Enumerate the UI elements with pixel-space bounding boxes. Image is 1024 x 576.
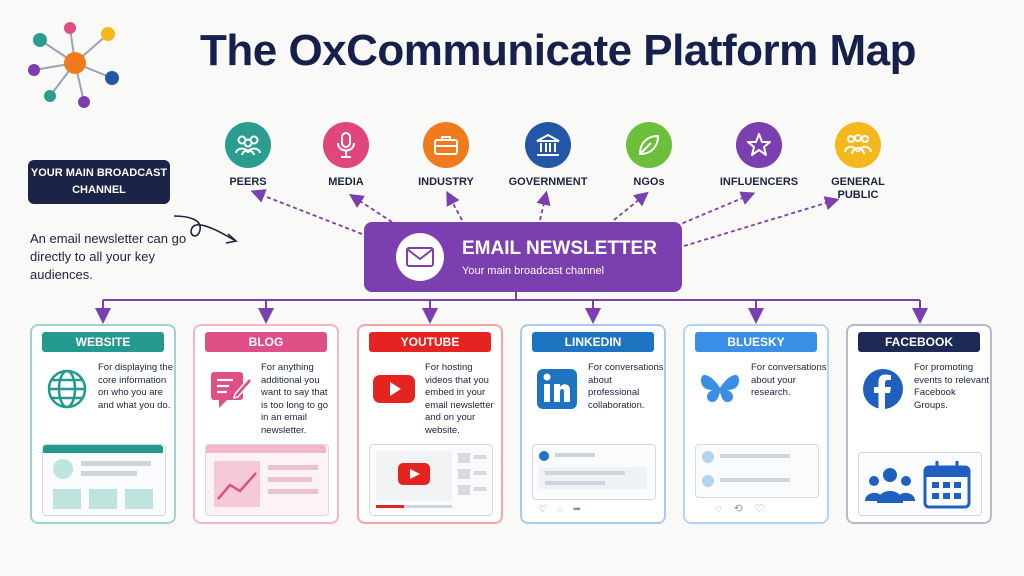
card-blog: BLOG For anything additional you want to… [193,324,339,524]
audience-government: GOVERNMENT [503,122,593,189]
card-description: For conversations about professional col… [588,362,664,411]
audience-peers: PEERS [203,122,293,189]
audience-label: GENERAL PUBLIC [831,176,885,201]
card-header: YOUTUBE [369,332,491,352]
briefcase-icon [423,122,469,168]
card-header: FACEBOOK [858,332,980,352]
audience-media: MEDIA [301,122,391,189]
government-building-icon [525,122,571,168]
website-mockup [42,444,166,516]
audience-general-public: GENERAL PUBLIC [813,122,903,202]
envelope-icon [396,233,444,281]
card-bluesky: BLUESKY For conversations about your res… [683,324,829,524]
blog-mockup [205,444,329,516]
people-icon [225,122,271,168]
microphone-icon [323,122,369,168]
globe-icon [47,369,87,409]
card-description: For conversations about your research. [751,362,827,398]
audience-ngos: NGOs [604,122,694,189]
star-icon [736,122,782,168]
hub-subtitle: Your main broadcast channel [462,265,605,277]
linkedin-post-mockup [532,444,656,500]
butterfly-icon [701,374,739,402]
post-actions-icon: ◌⟲♡ [715,503,777,515]
network-logo-icon [28,22,119,108]
bluesky-post-mockup [695,444,819,498]
main-channel-tag: YOUR MAIN BROADCAST CHANNEL [28,160,170,204]
newsletter-note: An email newsletter can go directly to a… [30,231,187,282]
audience-label: MEDIA [328,176,364,188]
card-youtube: YOUTUBE For hosting videos that you embe… [357,324,503,524]
page-title: The OxCommunicate Platform Map [200,26,917,75]
audience-label: INDUSTRY [418,176,474,188]
youtube-play-icon [373,375,415,403]
video-player-mockup [369,444,493,516]
calendar-icon [923,461,971,509]
card-header: WEBSITE [42,332,164,352]
audience-label: INFLUENCERS [719,176,799,188]
card-header: LINKEDIN [532,332,654,352]
post-actions-icon: ♡◌➦ [538,504,592,515]
card-linkedin: LINKEDIN For conversations about profess… [520,324,666,524]
blog-post-icon [211,372,254,408]
card-description: For anything additional you want to say … [261,362,329,436]
card-website: WEBSITE For displaying the core informat… [30,324,176,524]
facebook-icon [863,369,903,409]
facebook-groups-mockup [858,452,982,516]
card-facebook: FACEBOOK For promoting events to relevan… [846,324,992,524]
linkedin-icon [537,369,577,409]
card-description: For promoting events to relevant Faceboo… [914,362,989,411]
audience-label: PEERS [229,176,267,188]
play-button-icon [398,463,430,485]
crowd-icon [835,122,881,168]
card-description: For hosting videos that you embed in you… [425,362,494,436]
group-people-icon [865,468,915,503]
audience-label: GOVERNMENT [508,176,588,188]
curly-arrow-icon [173,215,238,244]
card-header: BLUESKY [695,332,817,352]
leaf-icon [626,122,672,168]
email-newsletter-hub: EMAIL NEWSLETTER Your main broadcast cha… [364,222,682,292]
hub-title: EMAIL NEWSLETTER [462,238,657,259]
card-header: BLOG [205,332,327,352]
audience-industry: INDUSTRY [401,122,491,189]
audience-influencers: INFLUENCERS [714,122,804,189]
card-description: For displaying the core information on w… [98,362,173,411]
audience-label: NGOs [633,176,665,188]
